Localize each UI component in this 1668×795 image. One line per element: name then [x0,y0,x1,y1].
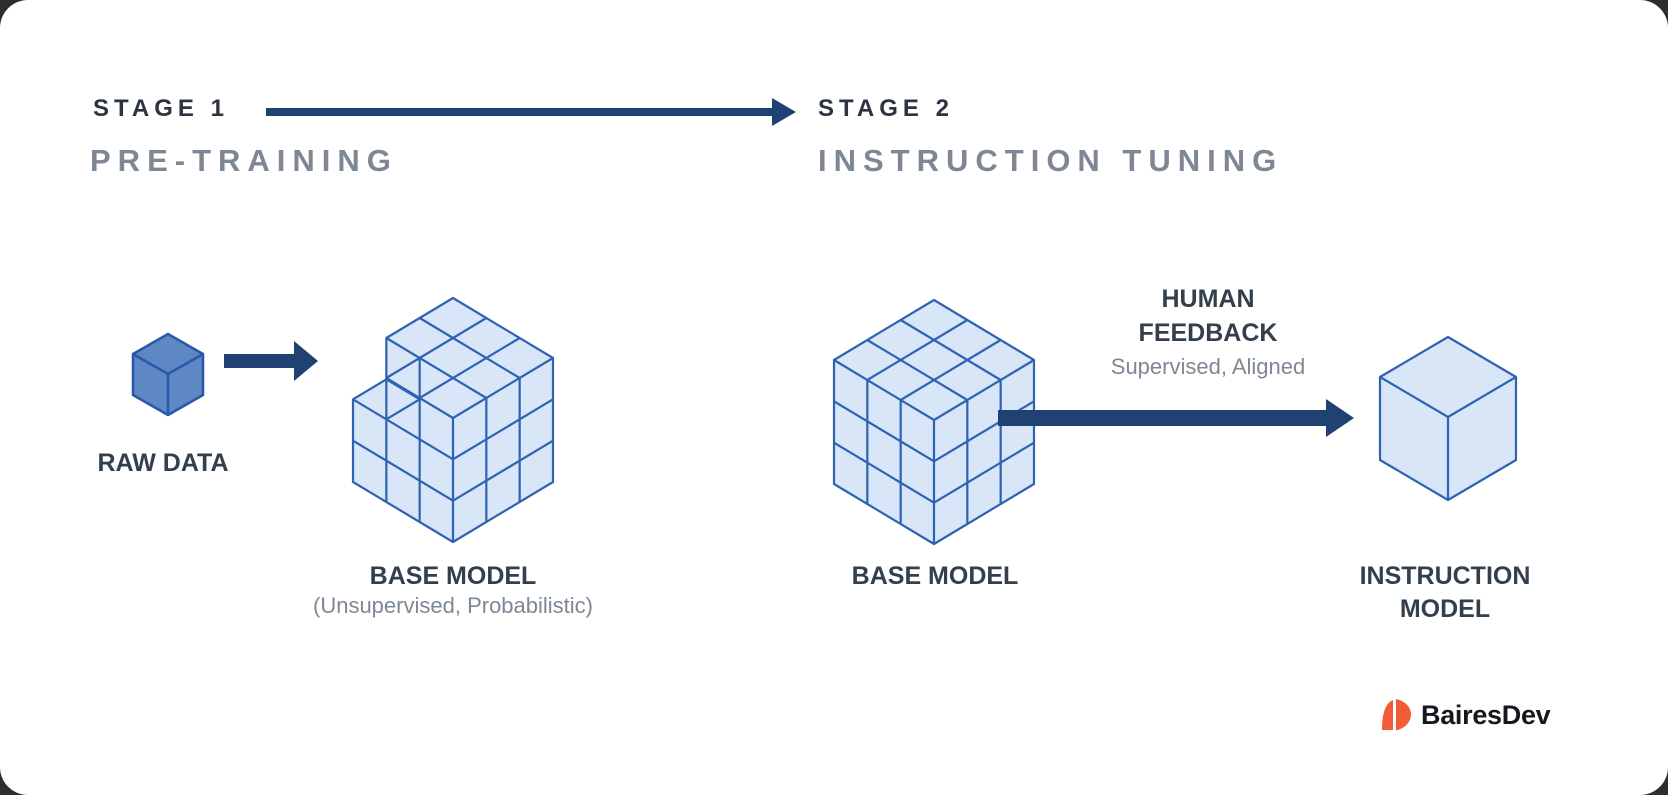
instruction-model-cube-icon [1378,335,1518,502]
stage2-base-model-cube-icon [832,298,1036,546]
instruction-model-label: INSTRUCTION MODEL [1345,560,1545,626]
human-feedback-subtitle: Supervised, Aligned [1110,354,1306,379]
stage1-to-stage2-arrow-icon [266,98,796,126]
stage1-title: PRE-TRAINING [90,143,398,178]
base-model-cube-icon [351,296,555,544]
base-model-to-instruction-model-arrow-icon [998,399,1354,437]
base-model-label: BASE MODEL [369,562,537,590]
human-feedback-line2: FEEDBACK [1138,319,1278,347]
stage1-label: STAGE 1 [93,95,229,122]
human-feedback-line1: HUMAN [1161,285,1255,313]
raw-data-to-base-model-arrow-icon [224,341,318,381]
human-feedback-title: HUMAN FEEDBACK Supervised, Aligned [1058,282,1358,382]
raw-data-cube-icon [131,332,205,417]
bairesdev-logo-icon [1382,699,1411,731]
raw-data-label: RAW DATA [97,449,229,477]
base-model-subtitle: (Unsupervised, Probabilistic) [313,593,593,618]
bairesdev-logo: BairesDev [1380,698,1551,732]
instruction-model-line2: MODEL [1399,595,1491,623]
stage2-base-model-label: BASE MODEL [851,562,1019,590]
stage2-label: STAGE 2 [818,95,954,122]
stage2-title: INSTRUCTION TUNING [818,143,1284,178]
bairesdev-logo-text: BairesDev [1421,699,1551,730]
instruction-model-line1: INSTRUCTION [1359,562,1531,590]
